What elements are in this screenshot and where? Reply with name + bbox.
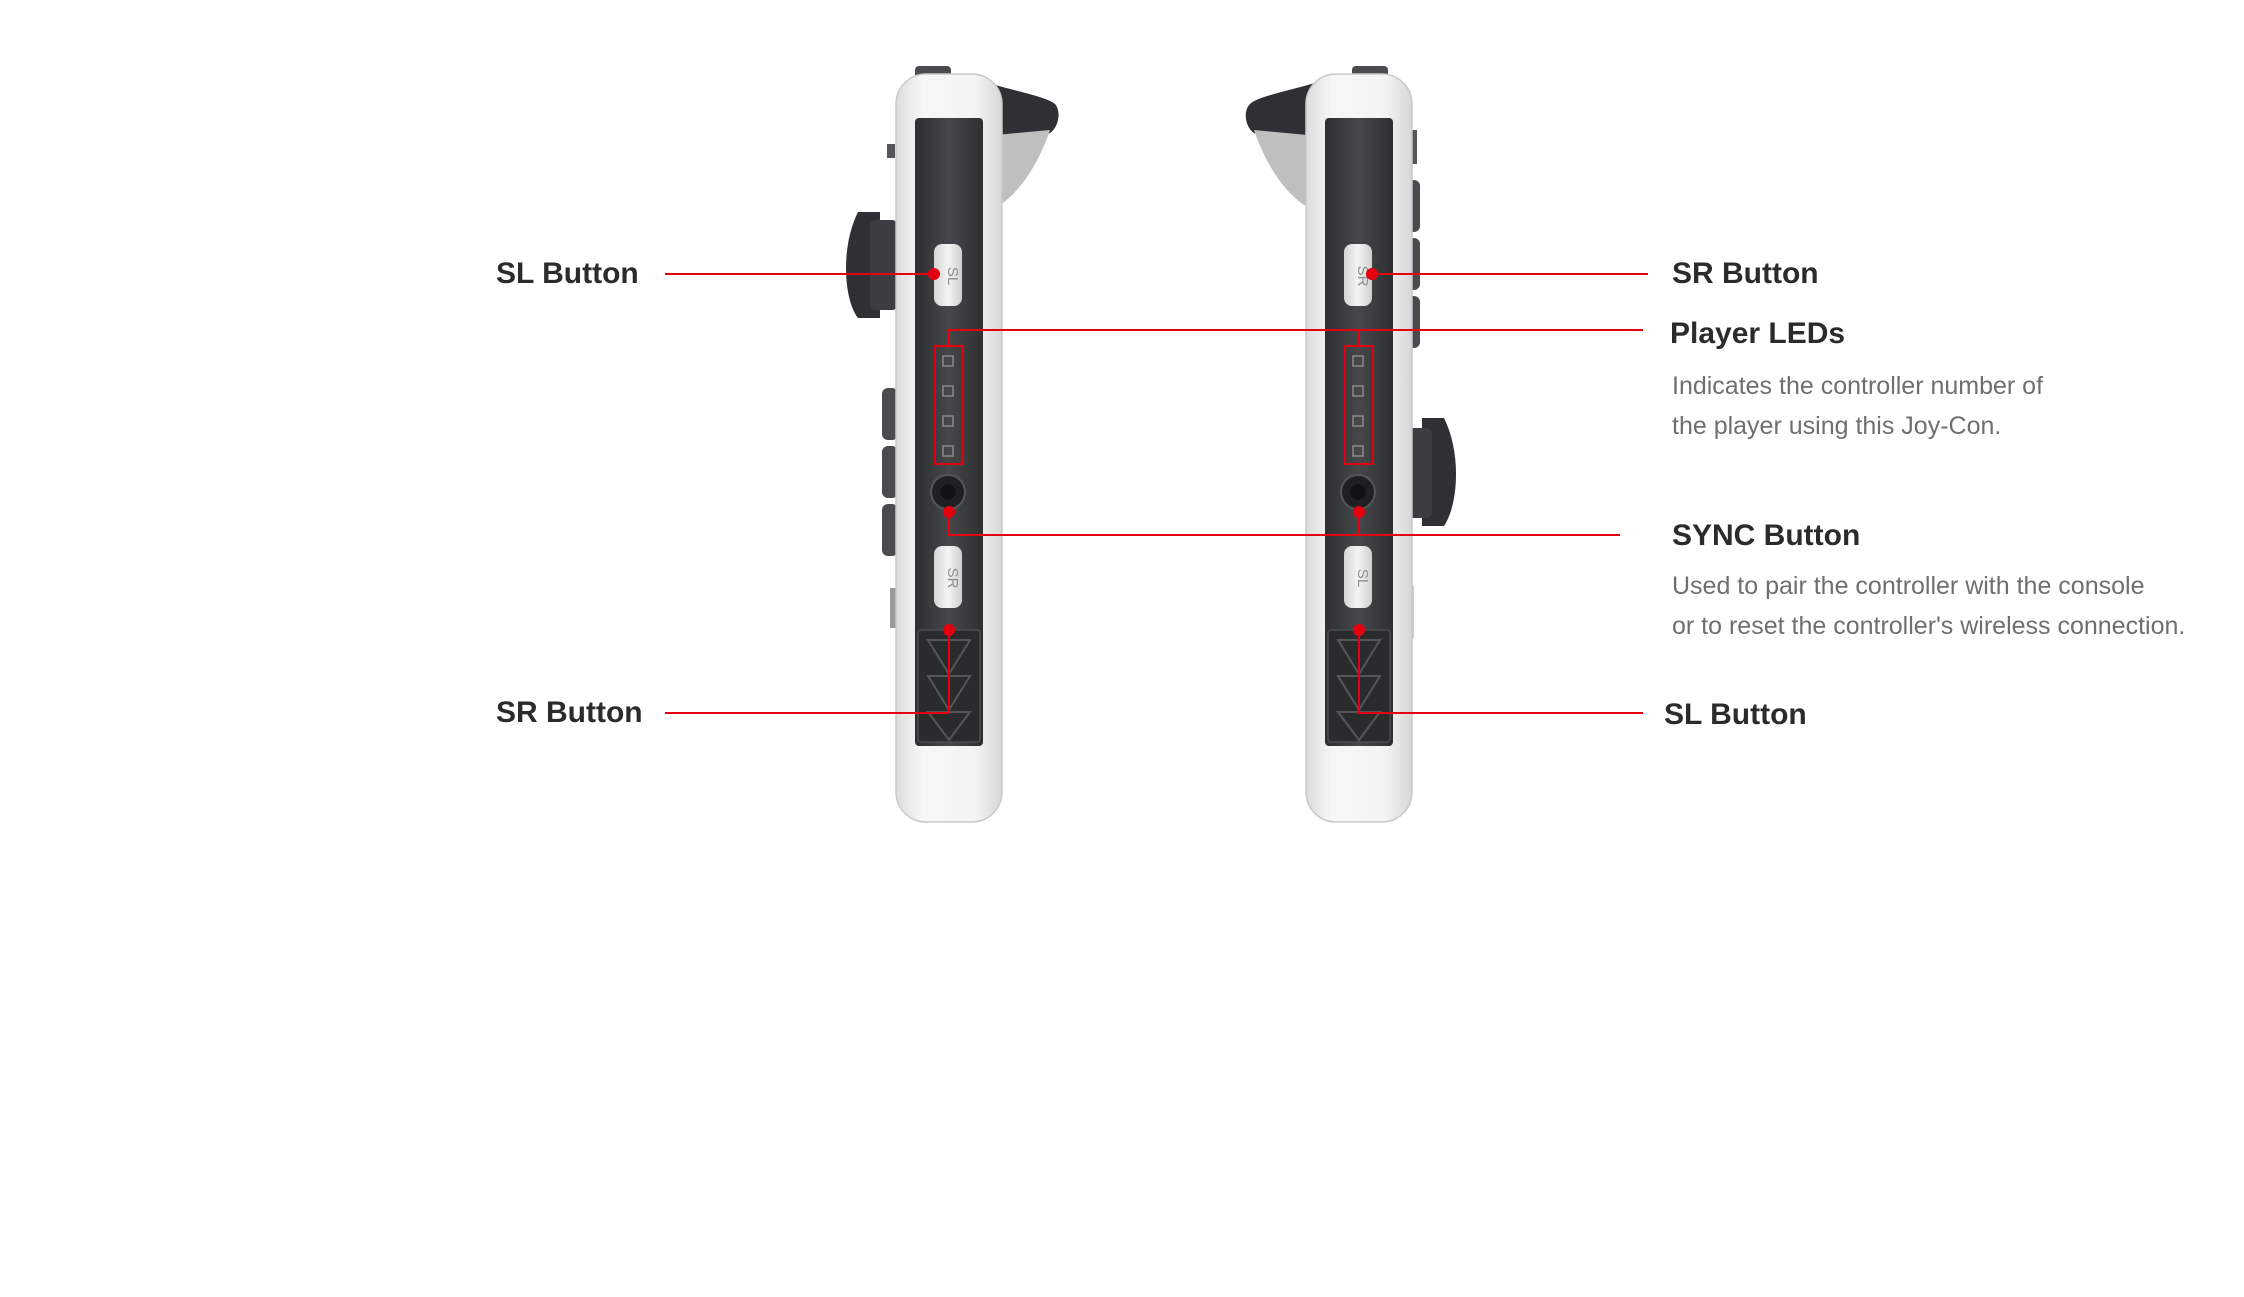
left-face-button-1 (882, 388, 898, 440)
callout-sync (948, 512, 1620, 536)
left-joycon: SL SR (846, 66, 1059, 823)
left-led-highlight (934, 345, 964, 465)
player-leds-desc-1: Indicates the controller number of (1672, 372, 2044, 400)
right-sr-button (1344, 244, 1372, 306)
led-square-icon (942, 415, 954, 427)
right-sl-label: SL Button (1664, 698, 1807, 731)
right-side-notch (1409, 130, 1417, 164)
left-sl-button (934, 244, 962, 306)
dot-right-sl (1353, 624, 1365, 636)
led-square-icon (1352, 385, 1364, 397)
right-shoulder-button (1245, 82, 1318, 140)
led-square-icon (942, 355, 954, 367)
sync-button-icon (1350, 484, 1366, 500)
right-sr-marking: SR (1354, 266, 1371, 287)
left-sl-label: SL Button (496, 257, 639, 290)
left-face-button-3 (882, 504, 898, 556)
dot-left-sr (943, 624, 955, 636)
callout-dots (928, 268, 1378, 636)
left-sr-marking: SR (944, 568, 961, 589)
left-sr-label: SR Button (496, 696, 643, 729)
dot-right-sync (1353, 506, 1365, 518)
left-sl-marking: SL (944, 267, 961, 285)
left-side-notch (887, 144, 895, 158)
led-square-icon (942, 385, 954, 397)
led-square-icon (1352, 355, 1364, 367)
right-shoulder-shell (1254, 130, 1318, 210)
sync-desc-1: Used to pair the controller with the con… (1672, 572, 2145, 600)
callout-lines (665, 273, 1648, 714)
left-sr-button (934, 546, 962, 608)
led-square-icon (942, 445, 954, 457)
sync-button-icon (940, 484, 956, 500)
left-player-leds (942, 355, 954, 457)
dot-right-sr (1366, 268, 1378, 280)
left-stick-stem (870, 220, 898, 310)
callout-right-sl (1358, 630, 1643, 714)
led-square-icon (1352, 415, 1364, 427)
player-leds-title: Player LEDs (1670, 317, 1846, 350)
dot-left-sync (943, 506, 955, 518)
led-square-icon (1352, 445, 1364, 457)
left-face-button-2 (882, 446, 898, 498)
left-shoulder-button (985, 82, 1059, 140)
right-led-highlight (1344, 345, 1374, 465)
right-player-leds (1352, 355, 1364, 457)
callout-left-sr (665, 630, 950, 714)
dot-left-sl (928, 268, 940, 280)
callout-player-leds (948, 329, 1643, 346)
right-sl-marking: SL (1354, 569, 1371, 587)
player-leds-desc-2: the player using this Joy-Con. (1672, 412, 2002, 440)
right-joycon: SR SL (1245, 66, 1456, 823)
sync-desc-2: or to reset the controller's wireless co… (1672, 612, 2186, 640)
right-sl-button (1344, 546, 1372, 608)
left-small-button (890, 588, 896, 628)
right-sr-label: SR Button (1672, 257, 1819, 290)
sync-title: SYNC Button (1672, 519, 1861, 552)
